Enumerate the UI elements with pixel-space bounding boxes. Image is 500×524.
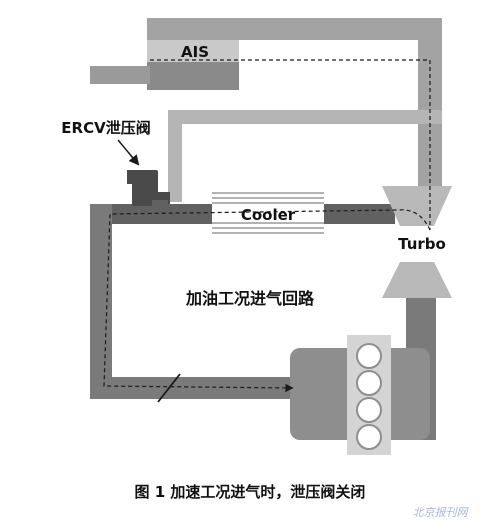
circuit-label: 加油工况进气回路 xyxy=(185,289,315,308)
turbo: Turbo xyxy=(382,186,452,298)
intake-flow-path xyxy=(103,59,431,393)
figure-caption: 图 1 加速工况进气时，泄压阀关闭 xyxy=(135,483,366,501)
ercv-pointer-arrow xyxy=(117,139,140,166)
engine xyxy=(290,335,430,455)
ais-block: AIS xyxy=(90,18,239,90)
watermark: 北京报刊网 xyxy=(413,506,470,519)
throttle-valve xyxy=(157,373,181,403)
cooler: Cooler xyxy=(212,190,324,236)
ercv-valve xyxy=(127,170,170,206)
ais-label: AIS xyxy=(181,43,209,61)
cooler-label: Cooler xyxy=(241,206,296,224)
ercv-label: ERCV泄压阀 xyxy=(61,119,150,137)
turbo-label: Turbo xyxy=(398,235,446,253)
